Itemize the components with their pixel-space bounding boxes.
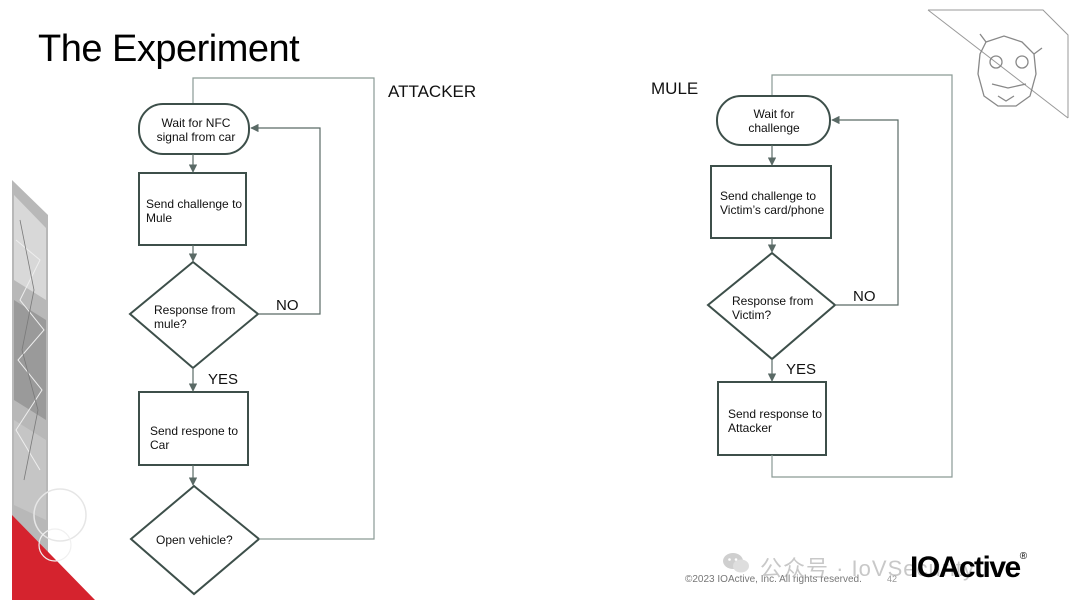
- mule-wait-node: [716, 95, 831, 146]
- mule-response-text: Response from Victim?: [732, 294, 814, 322]
- ioactive-logo: IOActive®: [910, 551, 1027, 585]
- attacker-wait-text: Wait for NFC signal from car: [156, 116, 236, 144]
- attacker-open-text: Open vehicle?: [156, 533, 233, 547]
- attacker-connectors: [188, 77, 375, 540]
- attacker-send-car-text: Send respone to Car: [150, 424, 239, 452]
- attacker-challenge-text: Send challenge to Mule: [146, 197, 243, 225]
- decorative-left-pattern: [12, 180, 95, 600]
- attacker-open-decision: [129, 484, 261, 596]
- mule-no-label: NO: [853, 288, 876, 305]
- slide-title: The Experiment: [38, 28, 300, 70]
- attacker-wait-node: [138, 103, 250, 155]
- decorative-corner-mascot: [927, 9, 1069, 119]
- logo-text: IOActive: [910, 551, 1021, 584]
- copyright-footer: ©2023 IOActive, Inc. All rights reserved…: [685, 574, 862, 585]
- attacker-label: ATTACKER: [388, 82, 477, 101]
- page-number: 42: [887, 574, 898, 584]
- mule-yes-label: YES: [786, 361, 817, 378]
- mule-send-attacker-text: Send response to Attacker: [728, 407, 823, 435]
- mule-wait-text: Wait for challenge: [748, 107, 800, 135]
- mule-label: MULE: [651, 79, 699, 98]
- watermark-text: 公众号 · IoVSecurity: [760, 556, 976, 581]
- attacker-yes-label: YES: [208, 371, 239, 388]
- mule-challenge-text: Send challenge to Victim’s card/phone: [720, 189, 825, 217]
- attacker-response-text: Response from mule?: [154, 303, 236, 331]
- mule-connectors: [767, 74, 953, 478]
- mule-challenge-node: [710, 165, 832, 239]
- attacker-no-label: NO: [276, 297, 299, 314]
- wechat-icon: [723, 553, 749, 573]
- attacker-flowchart: [128, 103, 261, 596]
- logo-registered-mark: ®: [1019, 551, 1027, 562]
